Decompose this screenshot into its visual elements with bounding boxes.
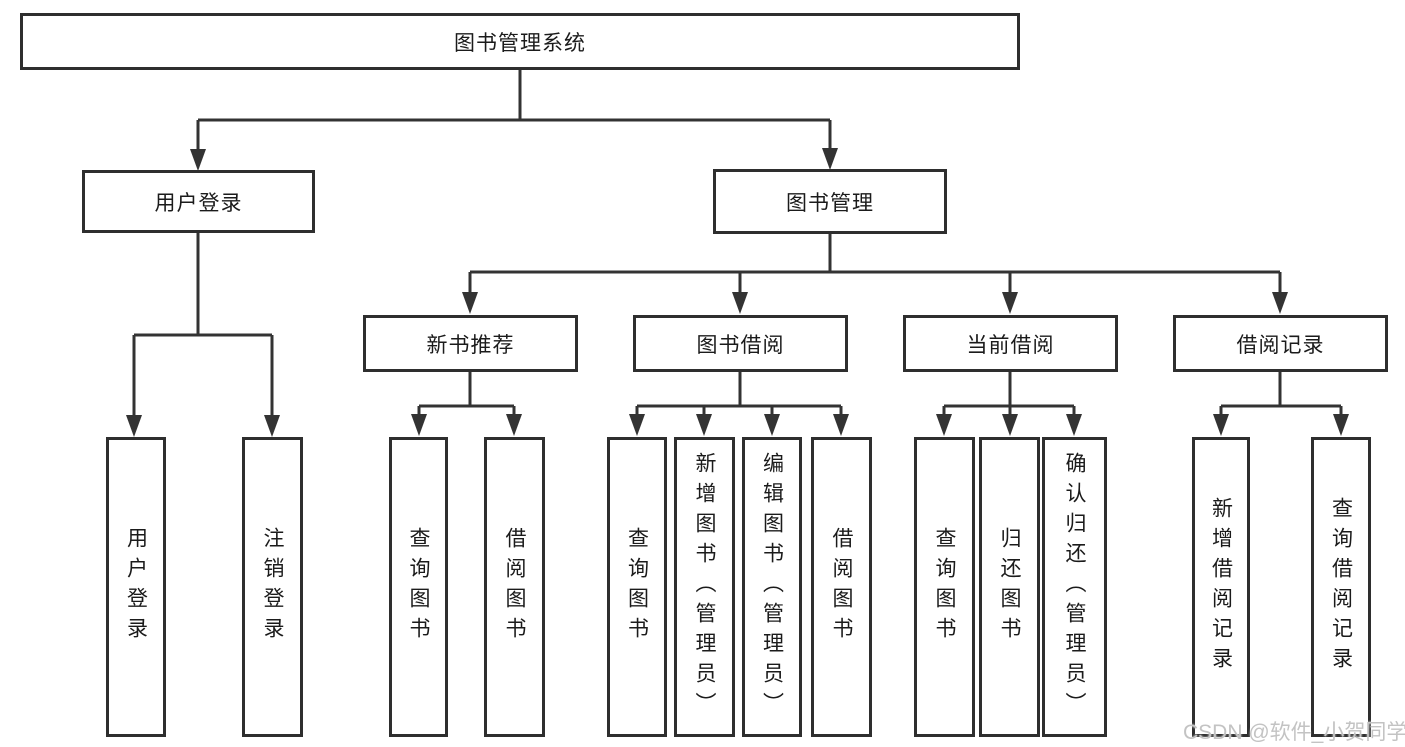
- node-leaf-borrow-books-recommend: 借阅图书: [484, 437, 545, 737]
- node-label: 新增图书（管理员）: [693, 452, 716, 722]
- csdn-watermark: CSDN @软件_小贺同学: [1183, 721, 1405, 744]
- node-label: 当前借阅: [966, 333, 1055, 357]
- node-label: 借阅记录: [1236, 333, 1325, 357]
- node-label: 查询借阅记录: [1329, 497, 1353, 677]
- node-leaf-return-books: 归还图书: [979, 437, 1040, 737]
- node-label: 注销登录: [261, 527, 284, 647]
- node-leaf-logout: 注销登录: [242, 437, 303, 737]
- node-label: 用户登录: [154, 191, 243, 215]
- node-label: 借阅图书: [503, 527, 526, 647]
- node-library-system: 图书管理系统: [20, 13, 1020, 70]
- node-label: 编辑图书（管理员）: [760, 452, 784, 722]
- node-leaf-query-books-current: 查询图书: [914, 437, 975, 737]
- node-user-login-branch: 用户登录: [82, 170, 315, 233]
- node-leaf-edit-books-admin: 编辑图书（管理员）: [742, 437, 802, 737]
- node-label: 确认归还（管理员）: [1063, 452, 1086, 722]
- node-leaf-query-books-recommend: 查询图书: [389, 437, 448, 737]
- node-leaf-query-books-borrow: 查询图书: [607, 437, 667, 737]
- arrowheads: [126, 148, 1349, 437]
- node-label: 查询图书: [933, 527, 956, 647]
- node-book-borrow: 图书借阅: [633, 315, 848, 372]
- node-leaf-borrow-books: 借阅图书: [811, 437, 872, 737]
- node-leaf-add-books-admin: 新增图书（管理员）: [674, 437, 735, 737]
- node-leaf-user-login: 用户登录: [106, 437, 166, 737]
- node-label: 新增借阅记录: [1209, 497, 1233, 677]
- node-label: 借阅图书: [830, 527, 853, 647]
- node-leaf-query-borrow-record: 查询借阅记录: [1311, 437, 1371, 737]
- node-label: 用户登录: [124, 527, 148, 647]
- node-label: 查询图书: [407, 527, 430, 647]
- node-label: 图书管理: [786, 191, 874, 215]
- node-label: 图书借阅: [696, 333, 785, 357]
- node-label: 新书推荐: [426, 333, 515, 357]
- node-new-book-recommend: 新书推荐: [363, 315, 578, 372]
- node-leaf-add-borrow-record: 新增借阅记录: [1192, 437, 1250, 737]
- node-borrow-records: 借阅记录: [1173, 315, 1388, 372]
- node-label: 归还图书: [998, 527, 1021, 647]
- node-label: 图书管理系统: [454, 31, 586, 55]
- node-current-borrow: 当前借阅: [903, 315, 1118, 372]
- node-label: 查询图书: [625, 527, 649, 647]
- node-book-management: 图书管理: [713, 169, 947, 234]
- node-leaf-confirm-return-admin: 确认归还（管理员）: [1042, 437, 1107, 737]
